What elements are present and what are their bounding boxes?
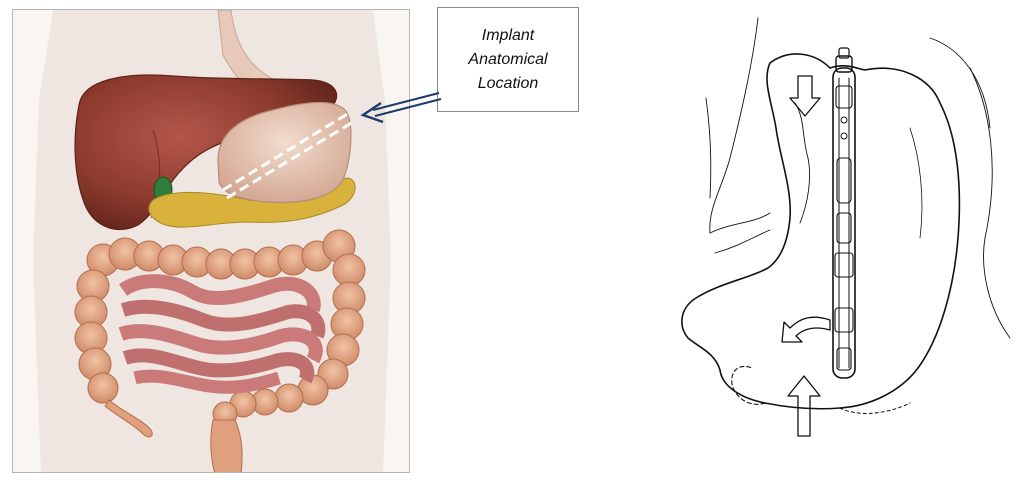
body-outline-right <box>969 67 1011 339</box>
pancreas <box>148 177 356 228</box>
implant-marker-edge <box>226 120 354 200</box>
implant-marker <box>222 111 350 192</box>
body-outline-left <box>705 97 712 199</box>
callout-arrow-icon <box>360 92 442 124</box>
anatomy-illustration-panel <box>12 9 410 473</box>
stomach-outline <box>681 53 961 410</box>
flow-arrow-down-icon <box>789 75 821 117</box>
callout-line-2: Anatomical <box>468 50 548 68</box>
appendix <box>104 399 153 438</box>
implant-device <box>832 47 856 379</box>
small-intestine <box>118 274 326 394</box>
flow-arrow-left-icon <box>781 316 831 343</box>
anatomy-illustration <box>33 10 391 472</box>
implant-location-callout: Implant Anatomical Location <box>437 7 579 112</box>
stomach-implant-line-drawing <box>681 17 1011 437</box>
flow-arrow-up-icon <box>787 375 821 437</box>
large-intestine <box>74 229 366 427</box>
callout-line-1: Implant <box>481 26 535 44</box>
stomach <box>217 101 352 204</box>
callout-line-3: Location <box>477 74 539 92</box>
rectum <box>210 419 243 472</box>
liver-outline <box>709 17 759 234</box>
